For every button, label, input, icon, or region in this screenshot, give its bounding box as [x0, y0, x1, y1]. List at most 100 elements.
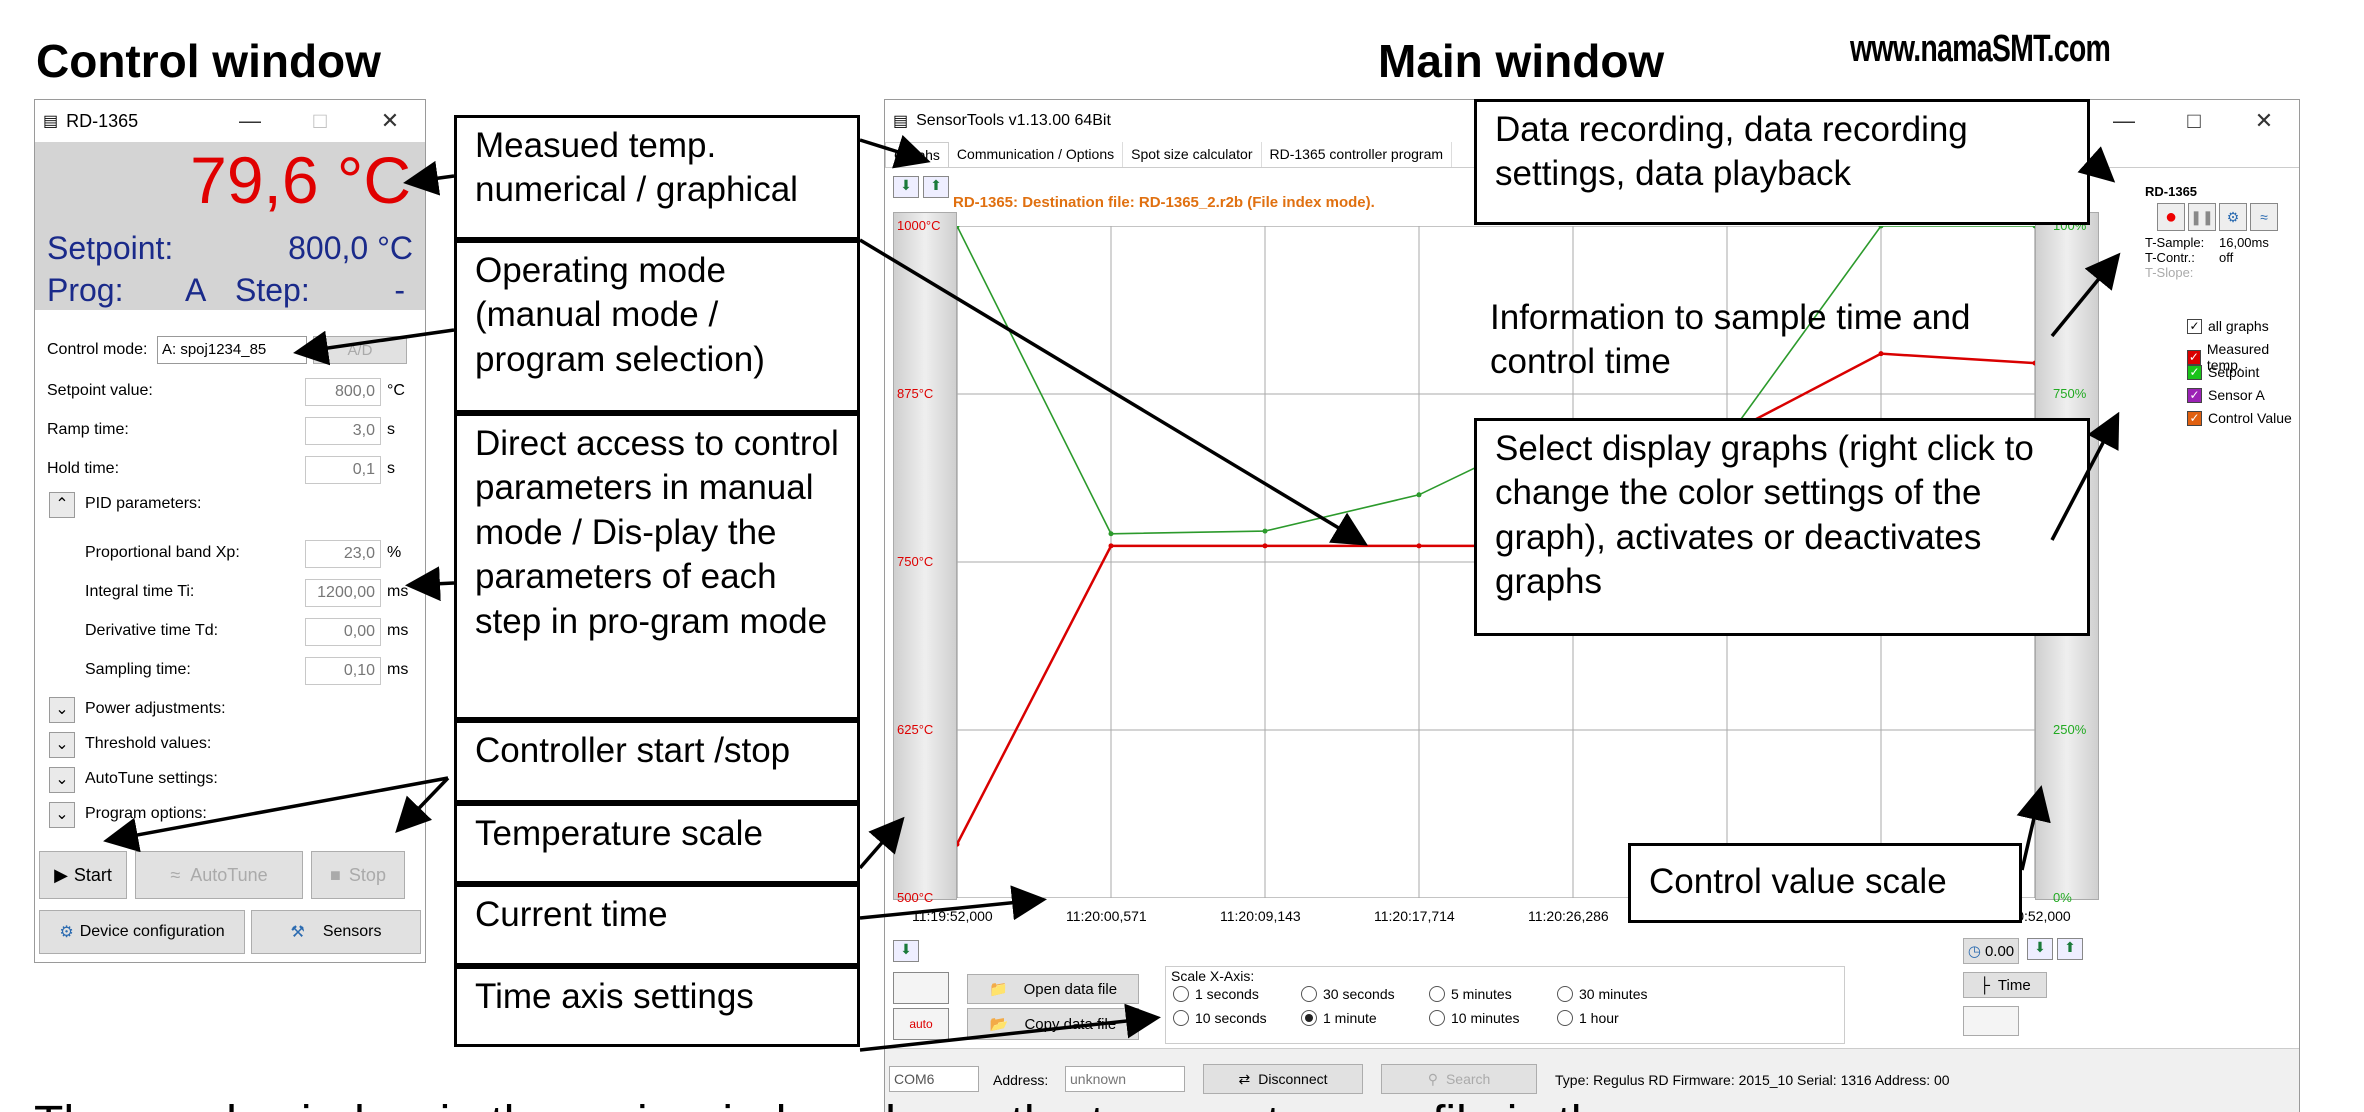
disconnect-button[interactable]: ⇄Disconnect: [1203, 1064, 1363, 1094]
radio-circle[interactable]: [1429, 986, 1445, 1002]
radio-circle[interactable]: [1557, 986, 1573, 1002]
open-data-file-button[interactable]: 📁Open data file: [967, 974, 1139, 1004]
checkbox-icon[interactable]: ✓: [2187, 318, 2202, 334]
maximize-icon[interactable]: □: [313, 108, 327, 133]
sensors-button[interactable]: ⚒Sensors: [251, 910, 421, 954]
stop-button[interactable]: ■Stop: [311, 851, 405, 899]
series-point-1: [957, 226, 960, 229]
series-point-1: [2032, 226, 2035, 229]
device-configuration-button[interactable]: ⚙Device configuration: [39, 910, 245, 954]
series-point-1: [1108, 531, 1114, 537]
time-scroll-icon[interactable]: ⬇: [893, 940, 919, 962]
x-axis-tick: 11:19:52,000: [912, 908, 993, 924]
autotune-label: AutoTune: [190, 864, 268, 885]
tab-3[interactable]: RD-1365 controller program: [1262, 142, 1453, 167]
t-contr-value: off: [2219, 250, 2234, 265]
radio-circle[interactable]: [1301, 1010, 1317, 1026]
pid-unit: ms: [387, 622, 409, 639]
autotune-button[interactable]: ≈AutoTune: [135, 851, 303, 899]
legend-item-2[interactable]: ✓Setpoint: [2187, 364, 2259, 380]
radio-label: 10 minutes: [1451, 1010, 1520, 1026]
time-button[interactable]: ├Time: [1963, 972, 2047, 998]
control-mode-select[interactable]: A: spoj1234_85: [157, 336, 307, 364]
checkbox-icon[interactable]: ✓: [2187, 387, 2202, 403]
start-button[interactable]: ▶Start: [39, 851, 127, 899]
play-icon: ▶: [54, 864, 68, 885]
pid-collapse-toggle[interactable]: ⌃: [49, 492, 75, 518]
radio-label: 1 hour: [1579, 1010, 1619, 1026]
pause-icon[interactable]: ❚❚: [2188, 203, 2216, 231]
section-expand-toggle[interactable]: ⌄: [49, 732, 75, 758]
radio-circle[interactable]: [1429, 1010, 1445, 1026]
bottom-caption: The graph window in the main window show…: [34, 1100, 2034, 1112]
pid-value-field[interactable]: 1200,00: [305, 579, 381, 607]
search-button[interactable]: ⚲Search: [1381, 1064, 1537, 1094]
record-icon[interactable]: ●: [2157, 203, 2185, 231]
radio-circle[interactable]: [1173, 986, 1189, 1002]
scale-option-4[interactable]: 10 seconds: [1173, 1010, 1267, 1026]
checkbox-icon[interactable]: ✓: [2187, 349, 2201, 365]
playback-icon[interactable]: ≈: [2250, 203, 2278, 231]
radio-circle[interactable]: [1557, 1010, 1573, 1026]
address-select[interactable]: unknown: [1065, 1066, 1185, 1092]
radio-label: 1 seconds: [1195, 986, 1259, 1002]
section-expand-toggle[interactable]: ⌄: [49, 697, 75, 723]
pid-value-field[interactable]: 0,00: [305, 618, 381, 646]
record-playback-icon[interactable]: [893, 972, 949, 1004]
callout-data-recording: Data recording, data recording settings,…: [1474, 99, 2090, 225]
radio-circle[interactable]: [1301, 986, 1317, 1002]
checkbox-icon[interactable]: ✓: [2187, 364, 2202, 380]
param-value-field[interactable]: 800,0: [305, 378, 381, 406]
time-counter[interactable]: ◷0.00: [1963, 938, 2019, 964]
checkbox-icon[interactable]: ✓: [2187, 410, 2202, 426]
minimize-icon[interactable]: —: [239, 108, 261, 133]
scale-option-0[interactable]: 1 seconds: [1173, 986, 1259, 1002]
cv-scale-down-icon[interactable]: ⬇: [2027, 938, 2053, 960]
radio-circle[interactable]: [1173, 1010, 1189, 1026]
scale-option-6[interactable]: 10 minutes: [1429, 1010, 1519, 1026]
scale-down-icon[interactable]: ⬇: [893, 176, 919, 198]
tab-0[interactable]: Graphs: [885, 142, 949, 167]
calculator-icon[interactable]: [1963, 1006, 2019, 1036]
scale-option-5[interactable]: 1 minute: [1301, 1010, 1377, 1026]
y-axis-tick-left: 500°C: [897, 890, 934, 905]
scale-option-7[interactable]: 1 hour: [1557, 1010, 1619, 1026]
search-icon: ⚲: [1427, 1070, 1438, 1087]
pid-value-field[interactable]: 23,0: [305, 540, 381, 568]
series-point-1: [1878, 226, 1884, 229]
pid-unit: %: [387, 544, 402, 561]
tab-2[interactable]: Spot size calculator: [1123, 142, 1262, 167]
close-icon[interactable]: ✕: [2254, 108, 2274, 133]
section-label: Program options:: [85, 805, 207, 822]
measured-temperature: 79,6 °C: [190, 143, 411, 217]
scale-option-1[interactable]: 30 seconds: [1301, 986, 1395, 1002]
param-label: Hold time:: [47, 460, 120, 477]
cv-scale-up-icon[interactable]: ⬆: [2057, 938, 2083, 960]
auto-scale-icon[interactable]: auto: [893, 1008, 949, 1040]
close-icon[interactable]: ✕: [380, 108, 400, 133]
com-port-select[interactable]: COM6: [889, 1066, 979, 1092]
legend-label: Control Value: [2208, 410, 2292, 426]
folder-icon: 📁: [988, 981, 1008, 998]
tab-1[interactable]: Communication / Options: [949, 142, 1124, 167]
section-expand-toggle[interactable]: ⌄: [49, 802, 75, 828]
scale-up-icon[interactable]: ⬆: [923, 176, 949, 198]
control-mode-button[interactable]: A/D: [313, 336, 407, 364]
pid-value-field[interactable]: 0,10: [305, 657, 381, 685]
legend-item-1[interactable]: ✓Measured temp.: [2187, 341, 2299, 373]
legend-item-3[interactable]: ✓Sensor A: [2187, 387, 2265, 403]
param-value-field[interactable]: 0,1: [305, 456, 381, 484]
section-label: AutoTune settings:: [85, 770, 218, 787]
legend-item-4[interactable]: ✓ Control Value: [2187, 410, 2292, 426]
setpoint-label: Setpoint:: [47, 230, 174, 266]
param-value-field[interactable]: 3,0: [305, 417, 381, 445]
minimize-icon[interactable]: —: [2113, 108, 2135, 133]
recording-settings-icon[interactable]: ⚙: [2219, 203, 2247, 231]
scale-option-3[interactable]: 30 minutes: [1557, 986, 1647, 1002]
legend-item-0[interactable]: ✓all graphs: [2187, 318, 2269, 334]
section-expand-toggle[interactable]: ⌄: [49, 767, 75, 793]
scale-option-2[interactable]: 5 minutes: [1429, 986, 1512, 1002]
maximize-icon[interactable]: □: [2187, 108, 2201, 133]
t-sample-value: 16,00ms: [2219, 235, 2269, 250]
copy-data-file-button[interactable]: 📂Copy data file: [967, 1008, 1139, 1040]
